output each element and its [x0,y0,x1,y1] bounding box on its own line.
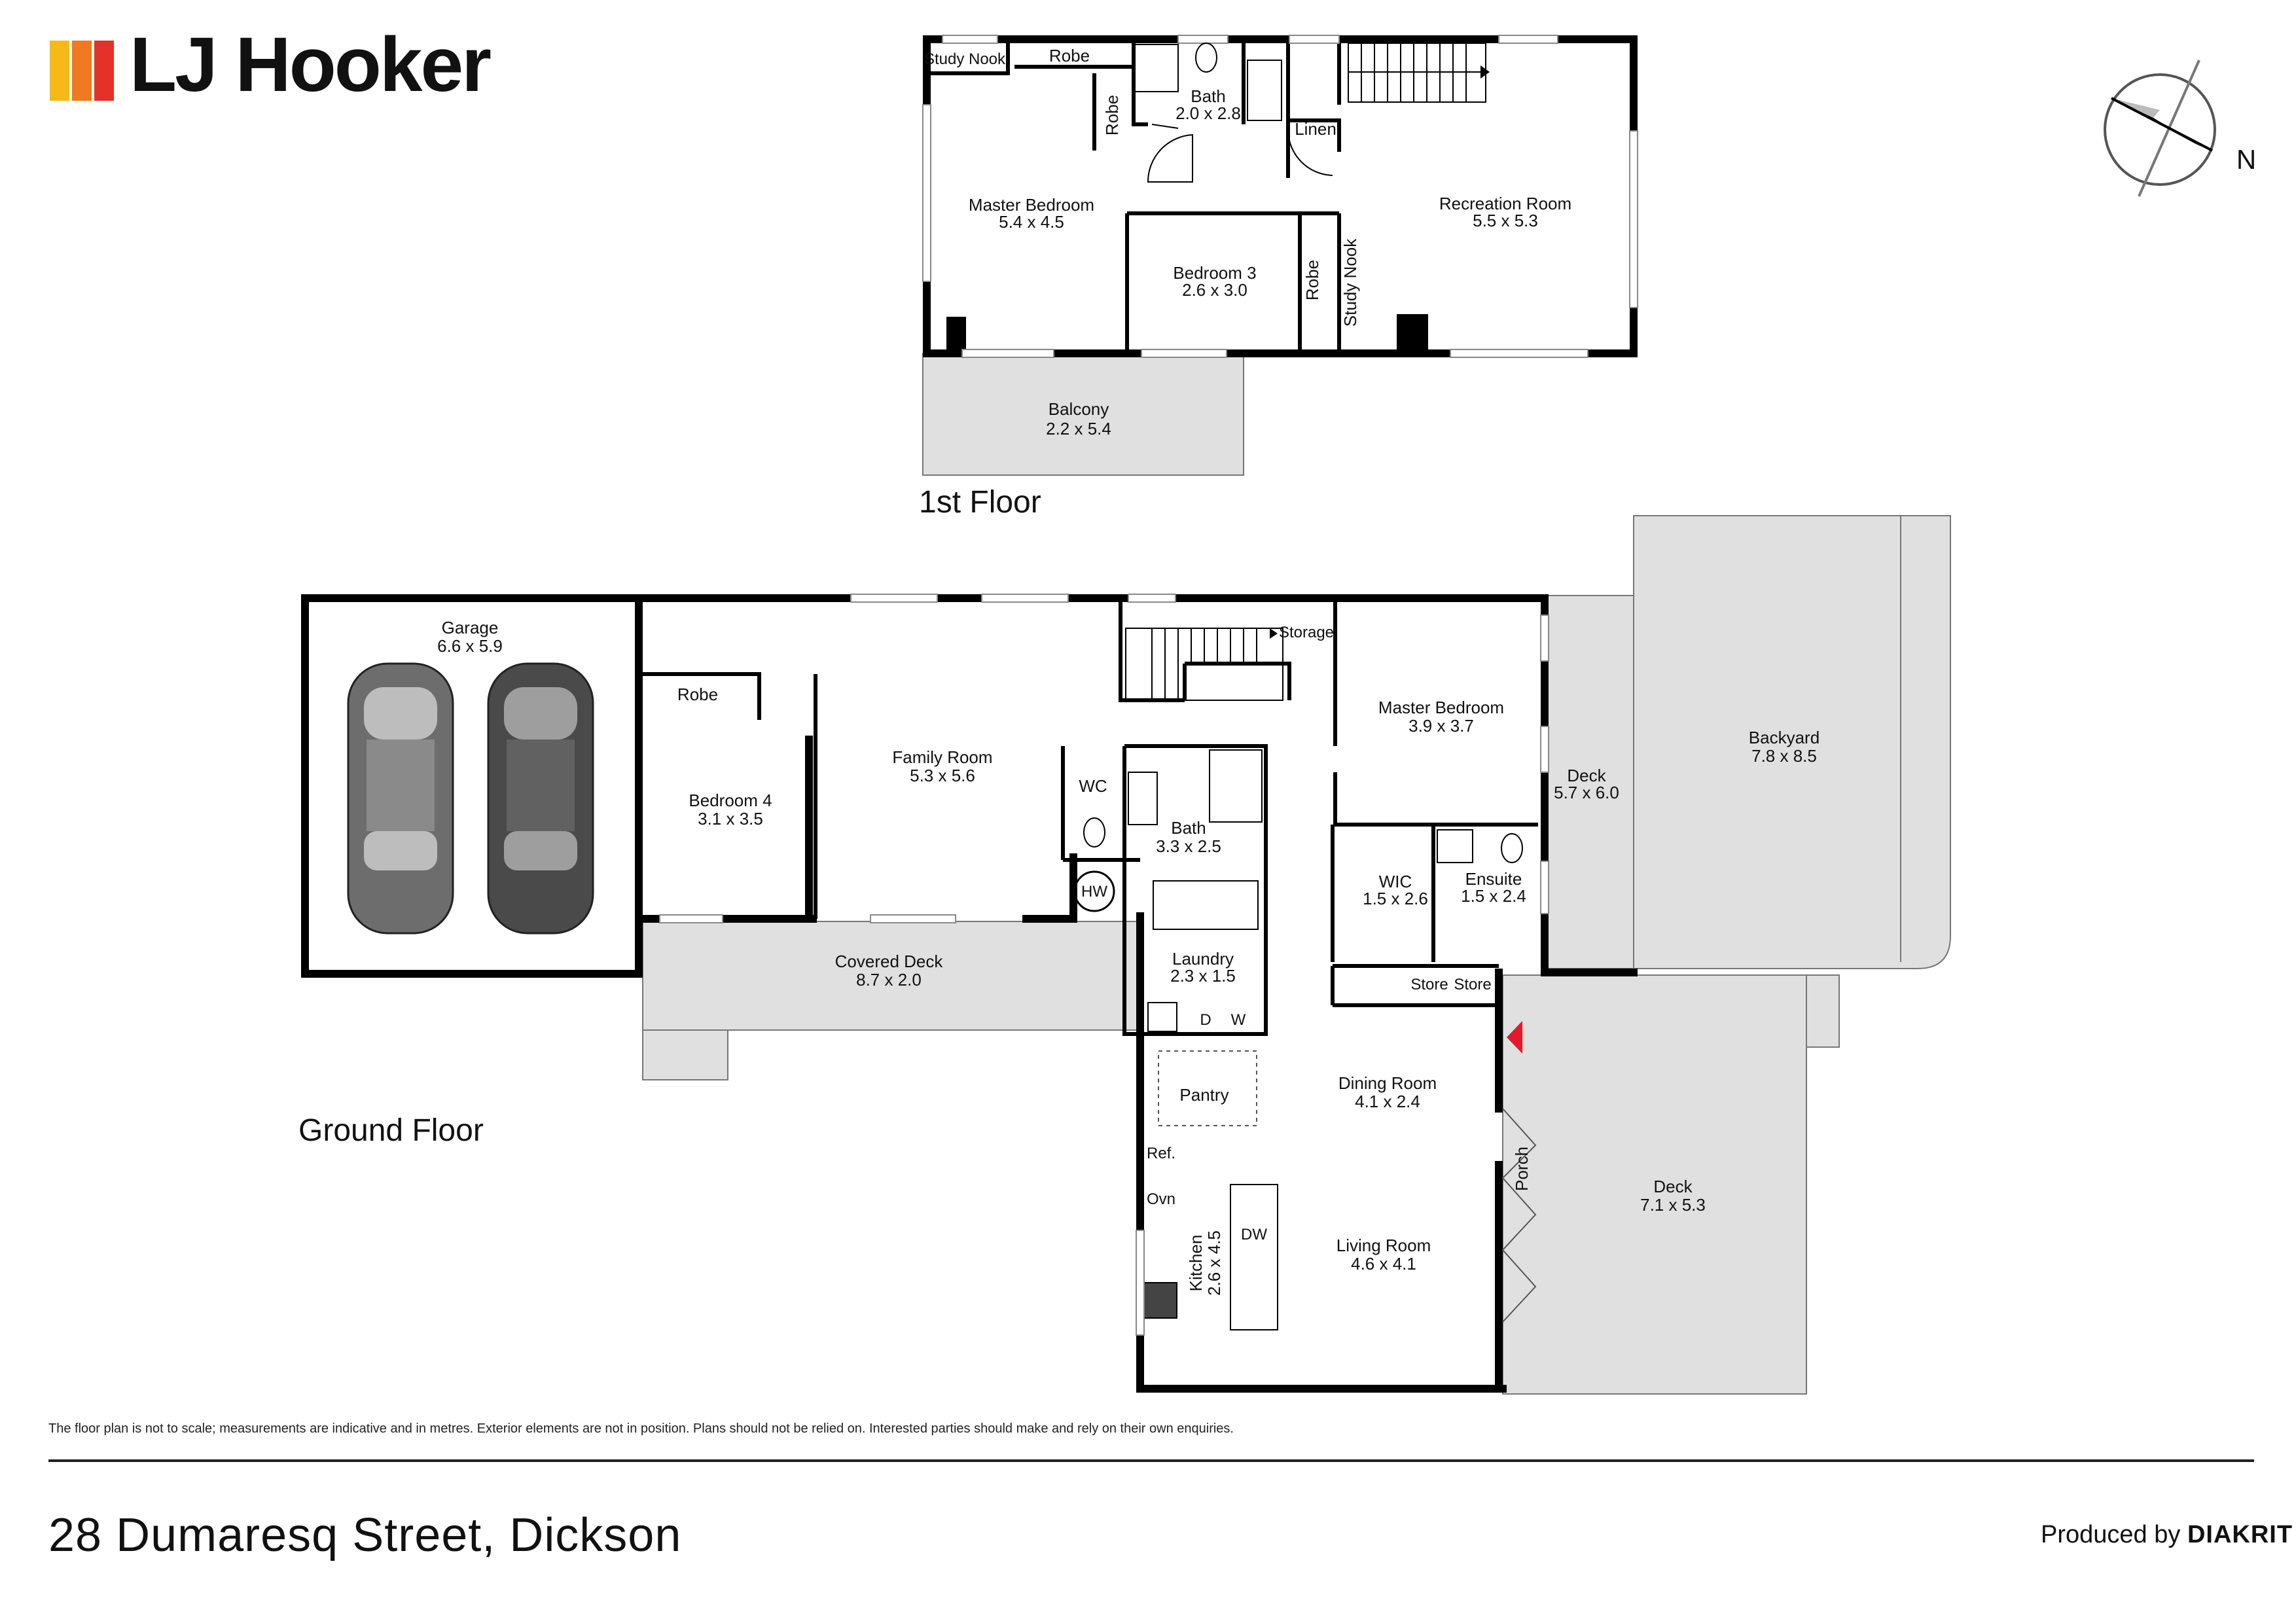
room-dims-master-bedroom-1: 5.4 x 4.5 [999,212,1064,232]
room-dims-bedroom-3: 2.6 x 3.0 [1182,280,1247,300]
room-label-kitchen: Kitchen [1186,1235,1206,1292]
room-dims-family-room: 5.3 x 5.6 [910,766,975,785]
footer-divider [48,1459,2254,1462]
ground-floor-title: Ground Floor [298,1113,484,1148]
room-dims-covered-deck: 8.7 x 2.0 [856,970,922,990]
room-label-pantry: Pantry [1179,1085,1229,1105]
room-dims-garage: 6.6 x 5.9 [437,636,503,656]
logo-bar-yellow [50,41,69,101]
stairs-first-floor [1348,43,1490,103]
room-dims-bath-g: 3.3 x 2.5 [1156,836,1221,856]
entry-marker-icon [1507,1021,1522,1054]
room-label-study-nook-2: Study Nook [1340,238,1360,327]
room-dims-wic: 1.5 x 2.6 [1363,889,1428,908]
brand-logo [50,41,115,101]
room-label-store-2: Store [1454,976,1491,993]
room-label-bath-g: Bath [1171,818,1206,838]
room-label-store-1: Store [1410,976,1448,993]
appliance-label-ovn: Ovn [1147,1190,1175,1208]
room-label-master-bedroom-1: Master Bedroom [969,195,1094,215]
room-label-bedroom-3: Bedroom 3 [1173,263,1256,283]
room-label-linen: Linen [1295,119,1336,139]
compass-icon: N [2104,60,2256,197]
room-label-deck-side: Deck [1567,766,1606,785]
room-dims-laundry: 2.3 x 1.5 [1170,966,1236,986]
ground-floor-plan [301,515,1951,1395]
room-label-hw: HW [1081,883,1107,901]
room-label-robe-bed3: Robe [1302,260,1322,300]
room-label-storage: Storage [1279,624,1334,641]
first-floor-plan [922,35,1638,476]
room-label-laundry: Laundry [1172,949,1234,969]
produced-by-credit: Produced by DIAKRIT [2041,1521,2293,1549]
compass-north-label: N [2236,144,2256,175]
room-label-family-room: Family Room [892,747,992,767]
car-left-icon [347,662,454,935]
room-label-robe-top: Robe [1049,46,1090,65]
car-right-icon [487,662,594,935]
room-label-robe-bed4: Robe [677,685,718,704]
credit-prefix: Produced by [2041,1521,2181,1548]
deck-side-area [1544,595,1634,969]
property-address: 28 Dumaresq Street, Dickson [48,1509,682,1561]
credit-company: DIAKRIT [2187,1521,2293,1548]
room-label-wc: WC [1079,776,1107,796]
room-label-master-bedroom-g: Master Bedroom [1378,698,1504,717]
room-dims-ensuite: 1.5 x 2.4 [1461,886,1526,906]
room-label-bath-1: Bath [1191,86,1226,106]
appliance-label-ref: Ref. [1147,1145,1175,1162]
room-label-wic: WIC [1379,872,1412,891]
stairs-ground-floor [1125,628,1283,701]
deck-front-area [1502,974,1807,1395]
room-label-garage: Garage [442,618,499,637]
appliance-label-dw: DW [1241,1226,1267,1243]
room-dims-dining-room: 4.1 x 2.4 [1355,1092,1420,1111]
room-dims-deck-side: 5.7 x 6.0 [1554,783,1619,802]
room-dims-recreation-room: 5.5 x 5.3 [1473,211,1538,230]
room-label-robe-vert: Robe [1102,95,1122,135]
room-dims-living-room: 4.6 x 4.1 [1351,1254,1416,1274]
logo-bar-red [94,41,114,101]
room-label-study-nook-1: Study Nook [924,50,1006,68]
room-label-dining-room: Dining Room [1338,1073,1437,1093]
backyard-area [1633,515,1951,969]
room-dims-master-bedroom-g: 3.9 x 3.7 [1408,716,1474,736]
disclaimer-text: The floor plan is not to scale; measurem… [48,1421,1234,1436]
room-label-porch: Porch [1512,1147,1532,1191]
brand-name: LJ Hooker [130,22,492,108]
room-dims-backyard: 7.8 x 8.5 [1751,746,1817,766]
room-dims-bath-1: 2.0 x 2.8 [1175,103,1241,123]
appliance-label-washer: W [1231,1011,1246,1029]
room-label-bedroom-4: Bedroom 4 [689,791,772,810]
balcony-area [922,353,1244,476]
room-dims-balcony: 2.2 x 5.4 [1046,419,1111,438]
room-dims-kitchen: 2.6 x 4.5 [1204,1230,1224,1296]
logo-bar-orange [72,41,92,101]
room-label-ensuite: Ensuite [1465,869,1522,889]
first-floor-title: 1st Floor [919,485,1041,520]
room-label-backyard: Backyard [1749,728,1820,747]
room-dims-deck-front: 7.1 x 5.3 [1640,1195,1706,1215]
room-label-living-room: Living Room [1336,1236,1431,1255]
room-label-covered-deck: Covered Deck [835,952,944,971]
room-label-balcony: Balcony [1049,399,1109,419]
covered-deck-area [642,921,1141,1031]
room-label-deck-front: Deck [1653,1177,1693,1196]
appliance-label-dryer: D [1200,1011,1211,1029]
room-label-recreation-room: Recreation Room [1439,194,1571,213]
room-dims-bedroom-4: 3.1 x 3.5 [698,809,763,829]
